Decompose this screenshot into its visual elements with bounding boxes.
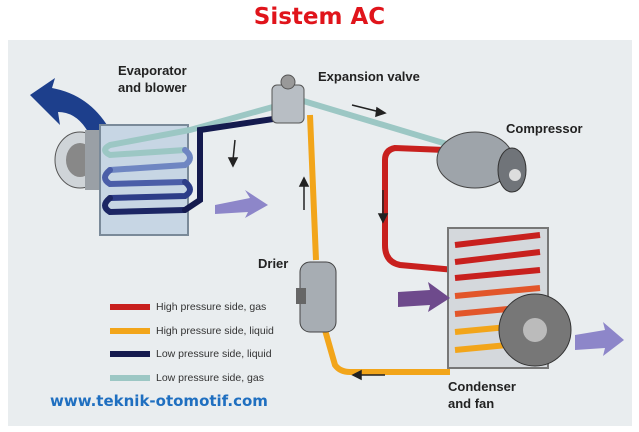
evaporator-label-line1: Evaporator — [118, 63, 187, 78]
evaporator-coil — [99, 102, 283, 236]
condenser-label-line1: Condenser — [448, 379, 516, 394]
air-in-arrow-condenser — [575, 322, 624, 356]
expansion-valve — [271, 74, 305, 124]
cool-air-arrow — [30, 78, 110, 140]
air-in-arrow-evaporator — [215, 190, 268, 218]
low-pressure-gas-pipe — [299, 97, 451, 148]
legend-item: High pressure side, liquid — [110, 325, 274, 337]
expansion-valve-label: Expansion valve — [318, 69, 420, 84]
legend-label: High pressure side, liquid — [156, 325, 274, 337]
drier — [296, 261, 337, 333]
legend-swatch — [110, 328, 150, 334]
compressor-label: Compressor — [506, 121, 583, 136]
condenser-label-line2: and fan — [448, 396, 495, 411]
condenser-fan — [498, 293, 572, 367]
website-link[interactable]: www.teknik-otomotif.com — [50, 392, 268, 410]
flow-arrows — [227, 104, 389, 381]
legend-label: Low pressure side, liquid — [156, 348, 272, 360]
legend-item: Low pressure side, gas — [110, 372, 264, 384]
high-pressure-liquid-pipe — [307, 114, 450, 375]
legend-label: Low pressure side, gas — [156, 372, 264, 384]
evaporator-label: Evaporator and blower — [118, 62, 187, 96]
condenser-label: Condenser and fan — [448, 378, 516, 412]
legend-swatch — [110, 351, 150, 357]
legend-item: Low pressure side, liquid — [110, 348, 272, 360]
legend-swatch — [110, 375, 150, 381]
legend-label: High pressure side, gas — [156, 301, 267, 313]
high-pressure-gas-pipe — [382, 144, 456, 273]
legend-swatch — [110, 304, 150, 310]
evaporator-label-line2: and blower — [118, 80, 187, 95]
page-title: Sistem AC — [253, 4, 386, 30]
air-out-arrow-condenser — [398, 282, 450, 312]
legend-item: High pressure side, gas — [110, 301, 266, 313]
drier-label: Drier — [258, 256, 289, 271]
compressor — [436, 131, 527, 193]
